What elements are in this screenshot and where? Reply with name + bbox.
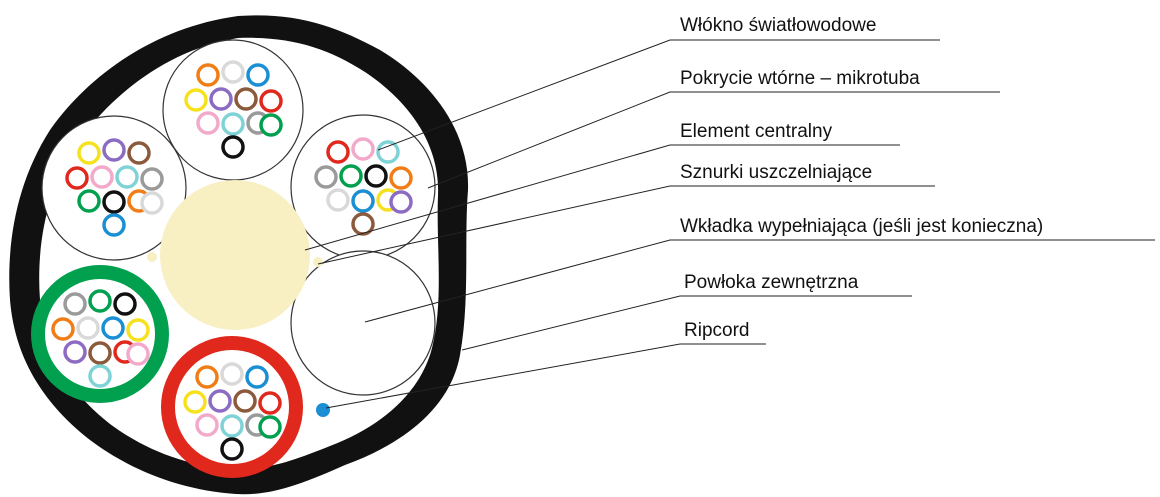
fibers-group — [51, 60, 413, 461]
fiber-left-6 — [115, 165, 139, 189]
fiber-right-5 — [339, 164, 363, 188]
fiber-green-2 — [88, 289, 112, 313]
label-sealing-cords: Sznurki uszczelniające — [680, 162, 872, 183]
fiber-green-11 — [126, 342, 150, 366]
fiber-red-12 — [220, 437, 244, 461]
fiber-green-5 — [76, 316, 100, 340]
fiber-top-3 — [246, 63, 270, 87]
fiber-top-5 — [209, 87, 233, 111]
fiber-right-12 — [351, 212, 375, 236]
leader-filler — [364, 239, 1155, 323]
ripcord — [316, 403, 330, 417]
leader-sheath — [461, 295, 912, 351]
leader-central — [304, 144, 900, 251]
fiber-right-2 — [351, 137, 375, 161]
fiber-top-12 — [221, 135, 245, 159]
fiber-green-6 — [101, 316, 125, 340]
fiber-top-7 — [259, 89, 283, 113]
fiber-right-8 — [326, 188, 350, 212]
fiber-red-7 — [258, 391, 282, 415]
label-central-element: Element centralny — [680, 121, 833, 142]
leader-microtube — [427, 91, 1000, 189]
fiber-left-5 — [90, 165, 114, 189]
fiber-right-3 — [376, 140, 400, 164]
fiber-right-1 — [326, 140, 350, 164]
fiber-right-11 — [389, 190, 413, 214]
fiber-right-6 — [364, 164, 388, 188]
fiber-top-8 — [196, 111, 220, 135]
fiber-green-1 — [63, 292, 87, 316]
leader-lines — [304, 39, 1155, 409]
fiber-top-4 — [184, 88, 208, 112]
fiber-top-2 — [221, 60, 245, 84]
fiber-green-7 — [126, 318, 150, 342]
label-outer-sheath: Powłoka zewnętrzna — [684, 272, 859, 293]
central-element — [160, 180, 310, 330]
fiber-red-11 — [258, 415, 282, 439]
label-fiber: Włókno światłowodowe — [680, 15, 876, 36]
fiber-green-4 — [51, 317, 75, 341]
fiber-green-12 — [88, 364, 112, 388]
fiber-red-1 — [195, 365, 219, 389]
leader-ripcord — [325, 343, 766, 409]
fiber-right-9 — [351, 189, 375, 213]
fiber-left-11 — [140, 191, 164, 215]
fiber-right-7 — [389, 166, 413, 190]
fiber-left-12 — [102, 213, 126, 237]
fiber-red-4 — [183, 390, 207, 414]
fiber-left-7 — [140, 167, 164, 191]
sealing-cord-left — [147, 252, 157, 262]
label-ripcord: Ripcord — [684, 320, 749, 341]
fiber-left-8 — [77, 189, 101, 213]
filler-insert — [290, 250, 436, 396]
fiber-red-2 — [220, 362, 244, 386]
fiber-green-3 — [113, 292, 137, 316]
fiber-left-2 — [102, 138, 126, 162]
fiber-top-1 — [196, 63, 220, 87]
fiber-red-8 — [195, 413, 219, 437]
fiber-right-4 — [314, 165, 338, 189]
fiber-top-9 — [221, 112, 245, 136]
leader-fiber — [377, 39, 940, 151]
fiber-left-4 — [65, 166, 89, 190]
fiber-red-6 — [233, 389, 257, 413]
fiber-left-9 — [102, 190, 126, 214]
sealing-cord-right — [313, 257, 323, 267]
fiber-top-11 — [259, 113, 283, 137]
fiber-top-6 — [234, 87, 258, 111]
fiber-left-1 — [77, 141, 101, 165]
label-microtube: Pokrycie wtórne – mikrotuba — [680, 68, 920, 89]
fiber-red-5 — [208, 389, 232, 413]
fiber-green-9 — [88, 341, 112, 365]
fiber-red-9 — [220, 414, 244, 438]
leader-cords — [317, 185, 935, 265]
fiber-green-8 — [63, 340, 87, 364]
label-filler-insert: Wkładka wypełniająca (jeśli jest koniecz… — [680, 216, 1043, 237]
fiber-red-3 — [245, 365, 269, 389]
fiber-left-3 — [127, 141, 151, 165]
